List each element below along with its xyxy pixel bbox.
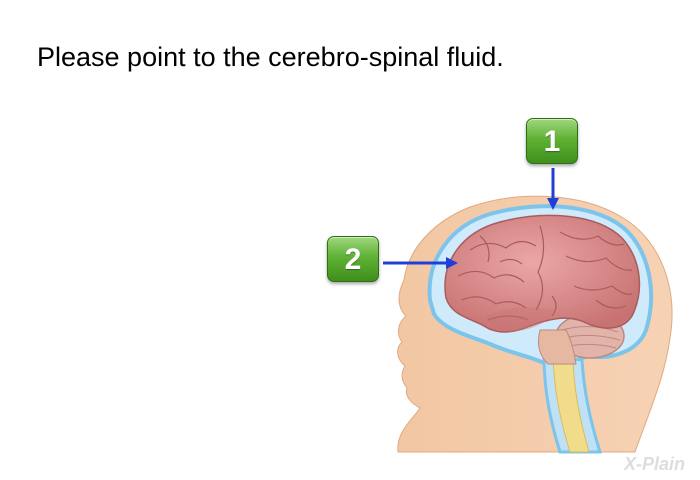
answer-2-button[interactable]: 2 [327, 236, 379, 282]
arrow-2-head [446, 257, 458, 269]
spinal-cord [552, 355, 590, 453]
question-text: Please point to the cerebro-spinal fluid… [37, 42, 504, 72]
brain-stem [537, 329, 577, 365]
answer-1-button[interactable]: 1 [526, 118, 578, 164]
xplain-logo: X-Plain [623, 454, 685, 474]
xplain-logo-text: X-Plain [623, 454, 685, 474]
arrow-1-head [547, 198, 559, 210]
brain-folds [457, 225, 633, 321]
